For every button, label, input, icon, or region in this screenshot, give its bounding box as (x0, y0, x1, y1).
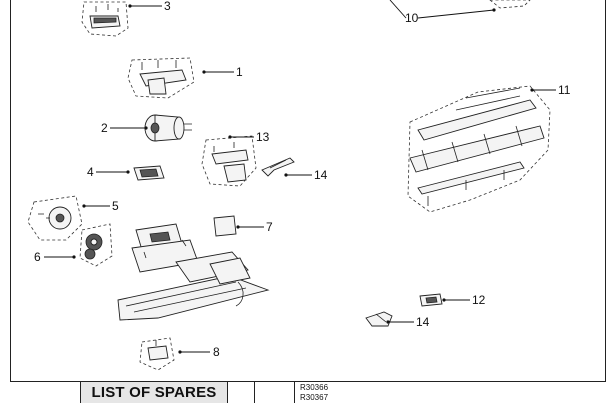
part-code: R30366 (300, 383, 329, 392)
callout-1: 1 (236, 65, 243, 79)
part-5-gear-frame (27, 195, 83, 241)
callout-14-upper: 14 (314, 168, 328, 182)
callout-6: 6 (34, 250, 41, 264)
part-10-outline (489, 0, 531, 9)
part-14-clip-upper (261, 157, 295, 177)
part-8-component (139, 337, 175, 371)
part-7-plate (213, 215, 237, 237)
callout-14-lower: 14 (416, 315, 430, 329)
spares-table-header: LIST OF SPARES R30366 R30367 (80, 382, 610, 403)
part-13-bracket (201, 135, 257, 187)
part-11-frame-assembly (407, 85, 551, 213)
part-2-motor (144, 114, 192, 142)
part-14-clip-lower (365, 311, 393, 327)
leader-lines (44, 0, 556, 354)
exploded-view-sheet (10, 0, 606, 382)
callout-10: 10 (405, 11, 419, 25)
callout-7: 7 (266, 220, 273, 234)
callout-8: 8 (213, 345, 220, 359)
part-3-body-fixing (81, 1, 129, 37)
part-1-motor-bracket (127, 57, 195, 99)
callout-13: 13 (256, 130, 270, 144)
callout-12: 12 (472, 293, 486, 307)
part-codes: R30366 R30367 (300, 383, 360, 403)
table-divider (294, 382, 295, 403)
part-12-block (419, 293, 443, 307)
callout-11: 11 (558, 83, 571, 97)
table-divider (254, 382, 255, 403)
part-6-gears (79, 223, 113, 267)
part-4-block (133, 165, 165, 181)
spares-table-title: LIST OF SPARES (80, 382, 228, 403)
part-code: R30367 (300, 393, 329, 402)
callout-5: 5 (112, 199, 119, 213)
callout-3: 3 (164, 0, 171, 13)
callout-2: 2 (101, 121, 108, 135)
chassis-assembly (117, 223, 270, 321)
callout-4: 4 (87, 165, 94, 179)
